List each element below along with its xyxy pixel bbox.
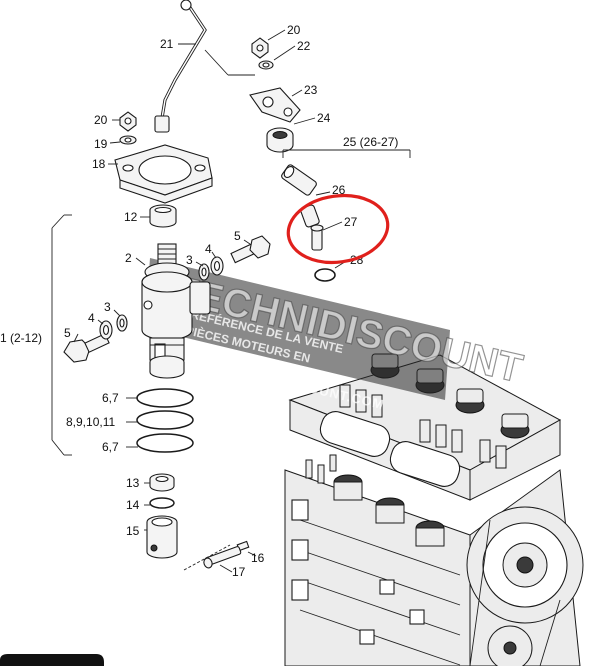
rocker-row xyxy=(339,384,507,469)
block-ribs xyxy=(291,499,461,666)
bolt-5-left xyxy=(63,333,110,363)
engine-block xyxy=(284,353,584,666)
label-3-right: 3 xyxy=(186,253,193,267)
label-12: 12 xyxy=(124,210,138,224)
washer-19 xyxy=(119,135,137,145)
label-18: 18 xyxy=(92,157,106,171)
washer-22 xyxy=(258,60,274,70)
corner-tab xyxy=(0,654,104,666)
washer-3-left xyxy=(116,314,128,332)
bush-24 xyxy=(266,127,294,153)
flange-18 xyxy=(114,144,213,204)
part-13 xyxy=(149,473,175,492)
label-15: 15 xyxy=(126,524,140,538)
sleeve-12 xyxy=(149,204,177,228)
bolt-5-right xyxy=(230,235,271,264)
label-25: 25 (26-27) xyxy=(343,135,398,149)
label-1: 1 (2-12) xyxy=(0,331,42,345)
washer-4-right xyxy=(210,256,224,276)
label-22: 22 xyxy=(297,39,311,53)
label-8-11: 8,9,10,11 xyxy=(66,415,115,429)
o-ring-28 xyxy=(314,268,336,282)
label-20-top: 20 xyxy=(287,23,301,37)
nut-20-left xyxy=(119,111,137,132)
bracket-25 xyxy=(282,149,411,158)
label-20-left: 20 xyxy=(94,113,108,127)
pump-body-2 xyxy=(141,243,211,379)
pump-bores xyxy=(333,474,445,547)
label-21: 21 xyxy=(160,37,174,51)
o-rings-6-11 xyxy=(136,388,194,453)
tappet-15 xyxy=(146,515,178,559)
label-4-left: 4 xyxy=(88,311,95,325)
delivery-valve-26 xyxy=(281,164,317,196)
o-ring-14 xyxy=(149,497,175,509)
label-24: 24 xyxy=(317,111,331,125)
gear-housing xyxy=(466,506,584,666)
label-5-left: 5 xyxy=(64,326,71,340)
fuel-line-21 xyxy=(154,0,207,133)
label-3-left: 3 xyxy=(104,300,111,314)
label-19: 19 xyxy=(94,137,108,151)
block-studs xyxy=(305,454,337,484)
label-6-7-top: 6,7 xyxy=(102,391,119,405)
spring-27 xyxy=(300,204,324,251)
label-27: 27 xyxy=(344,215,358,229)
label-6-7-bottom: 6,7 xyxy=(102,440,119,454)
nut-20-top xyxy=(251,37,269,59)
washer-4-left xyxy=(99,320,113,340)
highlight-circle xyxy=(286,193,390,265)
leader-21b xyxy=(204,49,229,76)
bracket-1 xyxy=(51,214,72,456)
clamp-23 xyxy=(249,87,301,123)
label-5-right: 5 xyxy=(234,229,241,243)
label-26: 26 xyxy=(332,183,346,197)
watermark-band xyxy=(145,258,450,400)
label-13: 13 xyxy=(126,476,140,490)
washer-3-right xyxy=(198,263,210,281)
label-17: 17 xyxy=(232,565,246,579)
label-2: 2 xyxy=(125,251,132,265)
label-14: 14 xyxy=(126,498,140,512)
label-23: 23 xyxy=(304,83,318,97)
label-4-right: 4 xyxy=(205,242,212,256)
label-16: 16 xyxy=(251,551,265,565)
